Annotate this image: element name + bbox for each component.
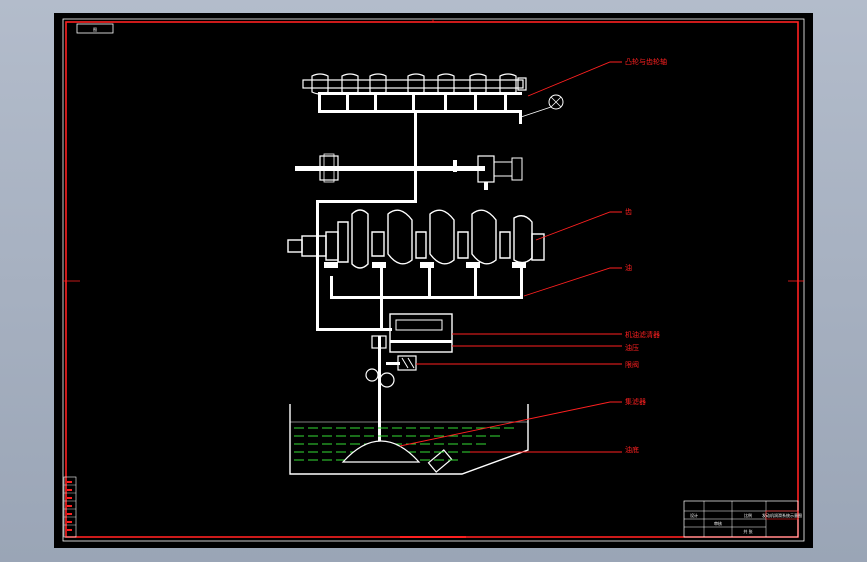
drawing-tag-box	[76, 23, 114, 34]
camshaft	[302, 73, 527, 95]
camshaft-oil-gallery	[318, 92, 522, 172]
label-crank-gear: 齿	[625, 208, 632, 216]
outer-frame	[62, 18, 805, 542]
label-oil-gallery: 油	[625, 263, 632, 272]
drawing-tag: 图	[93, 26, 97, 32]
frame-center-marks	[63, 19, 804, 538]
oil-strainer	[341, 440, 421, 463]
relief-valve	[397, 355, 417, 371]
leader-lines	[399, 61, 622, 453]
label-relief-valve: 限阀	[625, 360, 639, 369]
label-oil-pan: 油底	[625, 445, 639, 454]
title-block	[683, 500, 799, 538]
title-block-field-2: 审核	[714, 520, 722, 526]
label-oil-filter: 机油滤清器	[625, 330, 660, 339]
rocker-supply-line	[316, 172, 417, 328]
main-bearings	[324, 262, 526, 268]
oil-pump	[365, 362, 400, 388]
filter-valve	[371, 335, 387, 349]
left-revision-strip	[63, 476, 77, 538]
left-strip-marks	[67, 481, 72, 531]
gauge-needle	[520, 96, 562, 118]
label-camshaft: 凸轮与齿轮轴	[625, 57, 667, 66]
title-block-field-4: 共 张	[743, 528, 752, 534]
crankshaft	[287, 209, 545, 269]
label-strainer: 集滤器	[625, 397, 646, 406]
left-strip-rows	[64, 484, 76, 526]
main-gallery	[330, 268, 523, 328]
title-block-field-3: 比例	[744, 512, 752, 518]
pump-line	[316, 328, 392, 456]
title-block-field-1: 设计	[690, 512, 698, 518]
rocker-shaft	[295, 153, 523, 190]
title-block-title: 发动机润滑系统示意图	[762, 512, 802, 518]
oil-pan	[289, 404, 529, 475]
label-oil-pressure: 油压	[625, 343, 639, 352]
oil-filter	[389, 313, 453, 353]
oil-pressure-gauge-icon	[548, 94, 564, 110]
